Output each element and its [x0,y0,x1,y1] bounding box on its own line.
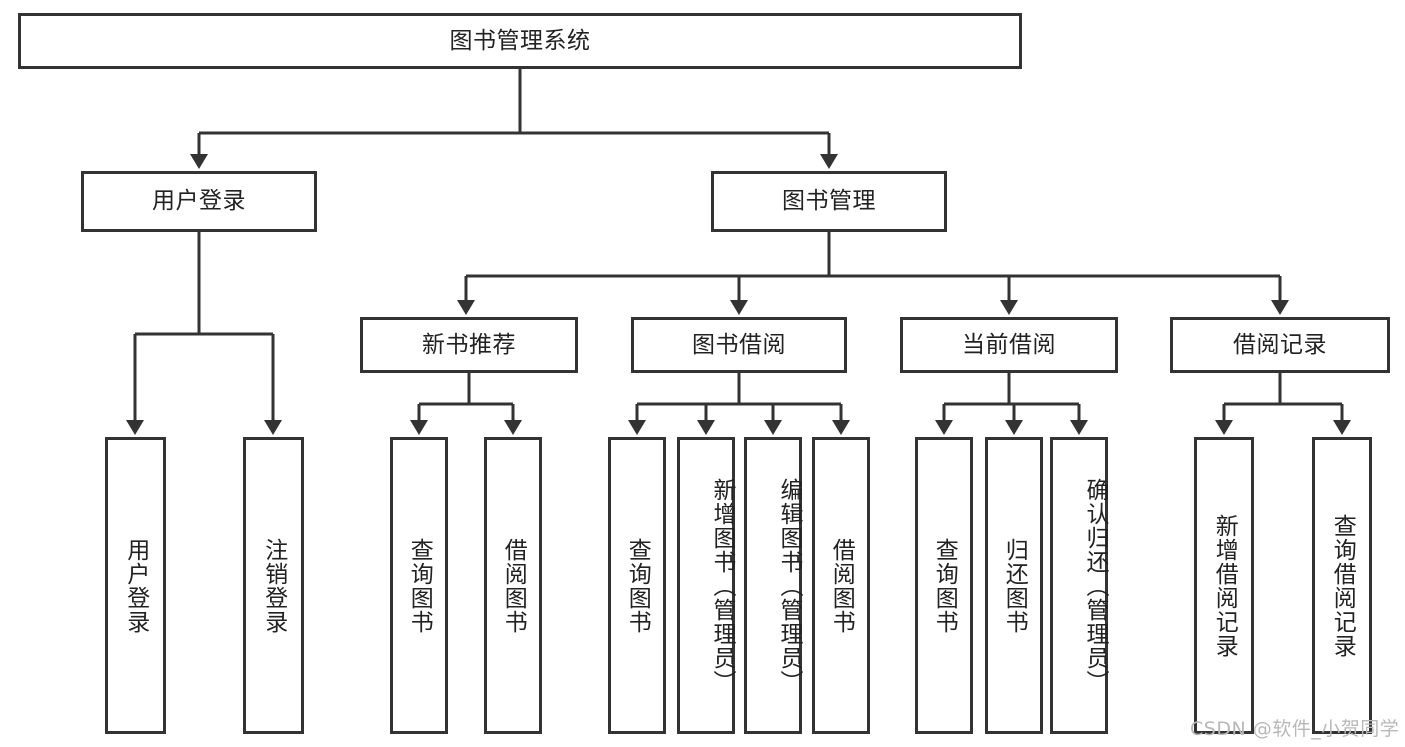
node-box-root[interactable] [18,13,1022,69]
arrowhead-icon [832,420,850,435]
arrowhead-icon [1333,420,1351,435]
connector-newbook-to-leaves [410,373,522,435]
arrowhead-icon [126,420,144,435]
arrowhead-icon [457,300,475,315]
node-box-leaf-new-1[interactable] [390,437,448,734]
node-box-leaf-borrow-1[interactable] [608,437,666,734]
connector-bookmgmt-to-level2 [457,232,1289,315]
node-box-leaf-login-1[interactable] [105,437,166,734]
node-box-leaf-cur-2[interactable] [985,437,1043,734]
connector-current-to-leaves [935,373,1088,435]
node-box-newbook[interactable] [360,317,578,373]
node-box-record[interactable] [1170,317,1390,373]
arrowhead-icon [628,420,646,435]
arrowhead-icon [1215,420,1233,435]
arrowhead-icon [697,420,715,435]
connector-borrow-to-leaves [628,373,850,435]
arrowhead-icon [935,420,953,435]
arrowhead-icon [820,154,838,169]
node-box-leaf-login-2[interactable] [243,437,304,734]
arrowhead-icon [1271,300,1289,315]
node-box-login[interactable] [81,171,317,232]
node-box-leaf-cur-3[interactable] [1050,437,1108,734]
node-box-borrow[interactable] [631,317,847,373]
connector-login-to-leaves [126,232,282,435]
node-box-leaf-borrow-2[interactable] [677,437,735,734]
arrowhead-icon [410,420,428,435]
node-box-bookmgmt[interactable] [711,171,947,232]
arrowhead-icon [730,300,748,315]
arrowhead-icon [1070,420,1088,435]
arrowhead-icon [1000,300,1018,315]
node-box-current[interactable] [900,317,1118,373]
node-box-leaf-borrow-4[interactable] [812,437,870,734]
connector-root-to-level1 [190,69,838,169]
connector-record-to-leaves [1215,373,1351,435]
arrowhead-icon [504,420,522,435]
node-box-leaf-rec-1[interactable] [1194,437,1254,734]
arrowhead-icon [190,154,208,169]
arrowhead-icon [264,420,282,435]
node-box-leaf-rec-2[interactable] [1312,437,1372,734]
arrowhead-icon [764,420,782,435]
arrowhead-icon [1005,420,1023,435]
node-box-leaf-borrow-3[interactable] [744,437,802,734]
node-box-leaf-cur-1[interactable] [915,437,973,734]
node-box-leaf-new-2[interactable] [484,437,542,734]
